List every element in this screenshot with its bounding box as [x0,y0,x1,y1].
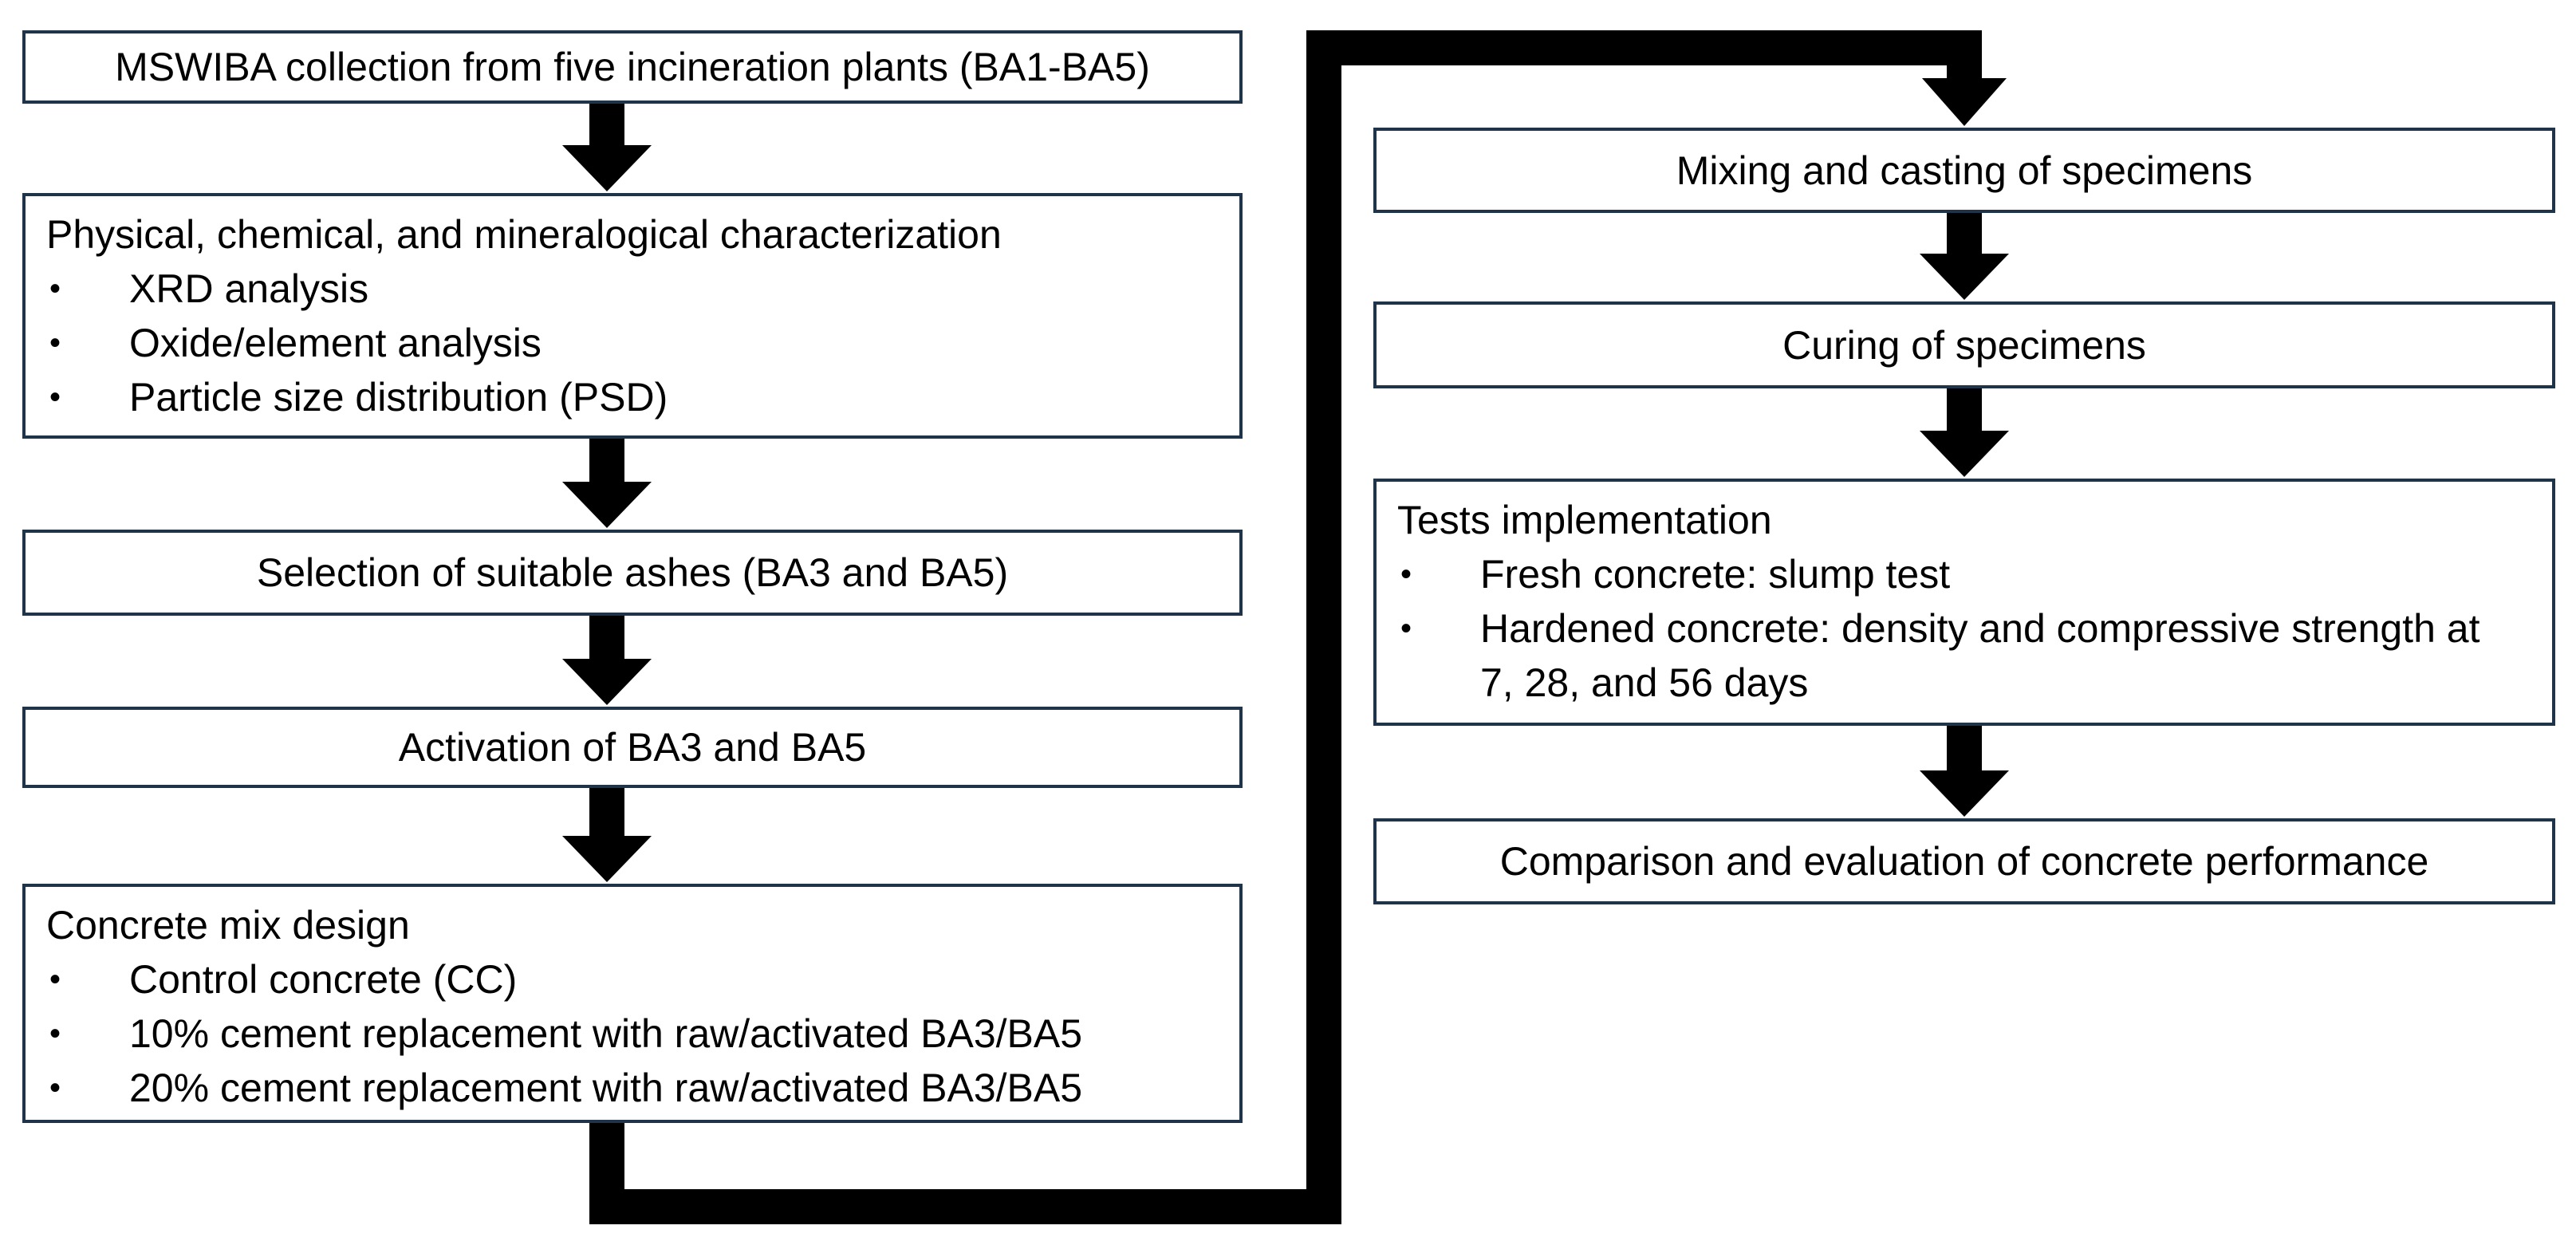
step-ash-selection: Selection of suitable ashes (BA3 and BA5… [22,530,1243,616]
list-item: •Oxide/element analysis [49,321,542,365]
arrow-down-icon [1920,724,2009,817]
step-ash-selection-label: Selection of suitable ashes (BA3 and BA5… [256,550,1009,595]
step-mix-design: Concrete mix design •Control concrete (C… [22,884,1243,1123]
step-mixing-casting: Mixing and casting of specimens [1373,128,2555,213]
step-comparison-label: Comparison and evaluation of concrete pe… [1499,839,2429,884]
arrow-down-icon [1920,387,2009,477]
arrow-down-icon [562,614,652,705]
arrow-down-icon [562,786,652,882]
mix-design-list: •Control concrete (CC) •10% cement repla… [46,952,1239,1115]
step-tests-heading: Tests implementation [1397,498,1772,542]
list-item: •10% cement replacement with raw/activat… [49,1011,1083,1056]
list-item: •XRD analysis [49,266,369,311]
step-curing: Curing of specimens [1373,301,2555,388]
step-activation-label: Activation of BA3 and BA5 [398,725,867,770]
arrow-down-icon [562,437,652,528]
step-tests: Tests implementation •Fresh concrete: sl… [1373,479,2555,726]
tests-list: •Fresh concrete: slump test •Hardened co… [1397,547,2552,710]
list-item: •Particle size distribution (PSD) [49,375,668,420]
list-item: •20% cement replacement with raw/activat… [49,1066,1083,1110]
arrow-down-icon [1920,211,2009,300]
list-item: •Hardened concrete: density and compress… [1400,606,2480,705]
list-item: •Fresh concrete: slump test [1400,552,1951,597]
step-characterization-heading: Physical, chemical, and mineralogical ch… [46,212,1002,257]
step-characterization: Physical, chemical, and mineralogical ch… [22,193,1243,439]
step-comparison: Comparison and evaluation of concrete pe… [1373,818,2555,904]
step-mix-design-heading: Concrete mix design [46,903,410,948]
arrow-down-icon [562,102,652,191]
list-item: •Control concrete (CC) [49,957,518,1002]
column-connector-line [589,30,1982,1224]
step-msw-collection: MSWIBA collection from five incineration… [22,30,1243,104]
arrow-down-icon [1922,78,2007,126]
characterization-list: •XRD analysis •Oxide/element analysis •P… [46,262,1239,424]
step-mixing-casting-label: Mixing and casting of specimens [1676,148,2253,193]
step-activation: Activation of BA3 and BA5 [22,707,1243,788]
step-curing-label: Curing of specimens [1782,322,2146,368]
step-msw-collection-label: MSWIBA collection from five incineration… [115,45,1150,89]
